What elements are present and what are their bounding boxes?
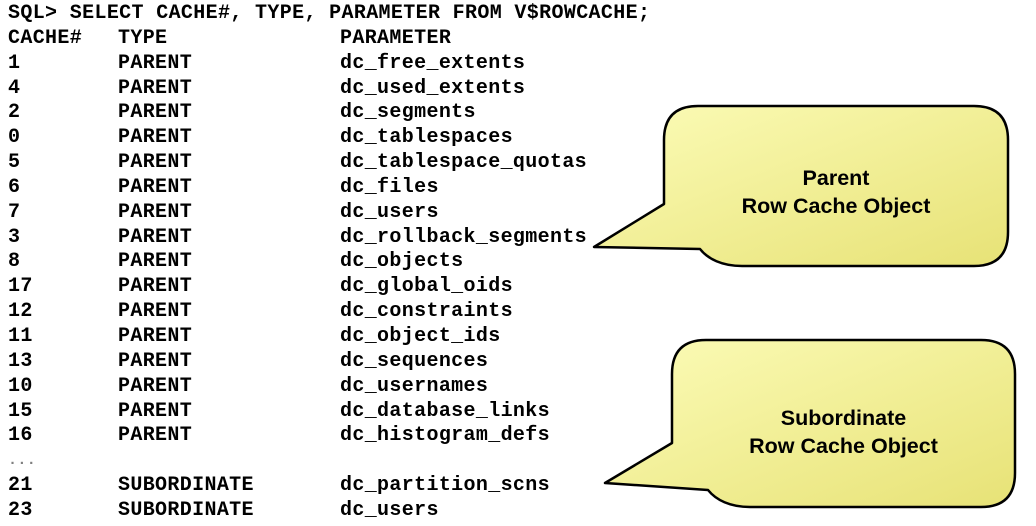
table-row: 13 PARENT dc_sequences — [8, 350, 668, 375]
cell-cache-number: 21 — [8, 474, 33, 498]
cell-cache-number: 23 — [8, 498, 33, 522]
cell-cache-number: 4 — [8, 76, 21, 100]
sql-prompt-line: SQL> SELECT CACHE#, TYPE, PARAMETER FROM… — [8, 2, 651, 25]
cell-type: PARENT — [118, 275, 193, 299]
cell-parameter: dc_usernames — [340, 374, 489, 398]
cell-type: PARENT — [118, 250, 193, 274]
callout-line: Parent — [802, 166, 870, 190]
cell-type: PARENT — [118, 101, 193, 125]
table-row: 3 PARENT dc_rollback_segments — [8, 226, 668, 251]
cell-cache-number: 2 — [8, 101, 21, 125]
cell-cache-number: 7 — [8, 200, 21, 224]
table-row: 16 PARENT dc_histogram_defs — [8, 424, 668, 449]
cell-type: PARENT — [118, 300, 193, 324]
cell-parameter: dc_constraints — [340, 300, 513, 324]
cell-cache-number: 5 — [8, 151, 21, 175]
cell-parameter: dc_partition_scns — [340, 474, 550, 498]
parent-callout-bubble — [592, 104, 1010, 268]
cell-type: PARENT — [118, 76, 193, 100]
cell-parameter: dc_used_extents — [340, 76, 526, 100]
cell-parameter: dc_tablespaces — [340, 126, 513, 150]
table-row: 7 PARENT dc_users — [8, 201, 668, 226]
cell-parameter: dc_objects — [340, 250, 464, 274]
cell-cache-number: 8 — [8, 250, 21, 274]
parent-callout-text: Parent Row Cache Object — [664, 164, 1008, 220]
cell-cache-number: 11 — [8, 324, 33, 348]
cell-type: PARENT — [118, 225, 193, 249]
cell-type: PARENT — [118, 424, 193, 448]
column-header-cache: CACHE# — [8, 26, 83, 50]
table-row: 11 PARENT dc_object_ids — [8, 325, 668, 350]
cell-type: PARENT — [118, 151, 193, 175]
cell-type: PARENT — [118, 175, 193, 199]
cell-type: SUBORDINATE — [118, 474, 254, 498]
callout-line: Row Cache Object — [741, 194, 931, 218]
sqlplus-output: SQL> SELECT CACHE#, TYPE, PARAMETER FROM… — [8, 2, 668, 524]
table-row: 8 PARENT dc_objects — [8, 250, 668, 275]
cell-parameter: dc_sequences — [340, 349, 489, 373]
cell-parameter: dc_object_ids — [340, 324, 501, 348]
cell-type: PARENT — [118, 374, 193, 398]
cell-type: PARENT — [118, 324, 193, 348]
cell-type: PARENT — [118, 51, 193, 75]
table-row: 5 PARENT dc_tablespace_quotas — [8, 151, 668, 176]
table-header-row: CACHE# TYPE PARAMETER — [8, 27, 668, 52]
table-row: 17 PARENT dc_global_oids — [8, 275, 668, 300]
table-row: 6 PARENT dc_files — [8, 176, 668, 201]
cell-type: PARENT — [118, 200, 193, 224]
cell-cache-number: 6 — [8, 175, 21, 199]
speech-bubble-shape — [592, 104, 1010, 268]
cell-cache-number: 17 — [8, 275, 33, 299]
subordinate-callout-bubble — [603, 338, 1017, 509]
column-header-parameter: PARAMETER — [340, 26, 452, 50]
table-row: 12 PARENT dc_constraints — [8, 300, 668, 325]
cell-parameter: dc_global_oids — [340, 275, 513, 299]
table-row: 1 PARENT dc_free_extents — [8, 52, 668, 77]
cell-cache-number: 13 — [8, 349, 33, 373]
cell-type: SUBORDINATE — [118, 498, 254, 522]
callout-line: Subordinate — [780, 406, 907, 430]
cell-cache-number: 10 — [8, 374, 33, 398]
subordinate-callout-text: Subordinate Row Cache Object — [672, 404, 1015, 460]
table-row: 2 PARENT dc_segments — [8, 101, 668, 126]
cell-parameter: dc_tablespace_quotas — [340, 151, 588, 175]
callout-line: Row Cache Object — [749, 434, 938, 458]
table-row: 21 SUBORDINATE dc_partition_scns — [8, 474, 668, 499]
cell-cache-number: 15 — [8, 399, 33, 423]
cell-type: PARENT — [118, 126, 193, 150]
table-row: 15 PARENT dc_database_links — [8, 400, 668, 425]
cell-cache-number: 3 — [8, 225, 21, 249]
cell-cache-number: 1 — [8, 51, 21, 75]
cell-parameter: dc_histogram_defs — [340, 424, 550, 448]
cell-parameter: dc_segments — [340, 101, 476, 125]
cell-cache-number: 0 — [8, 126, 21, 150]
cell-cache-number: 12 — [8, 300, 33, 324]
ellipsis-line: ... — [8, 452, 37, 470]
cell-cache-number: 16 — [8, 424, 33, 448]
table-row: 10 PARENT dc_usernames — [8, 375, 668, 400]
speech-bubble-shape — [603, 338, 1017, 509]
cell-parameter: dc_users — [340, 498, 439, 522]
cell-parameter: dc_database_links — [340, 399, 550, 423]
table-row: 4 PARENT dc_used_extents — [8, 77, 668, 102]
column-header-type: TYPE — [118, 26, 168, 50]
cell-type: PARENT — [118, 399, 193, 423]
table-row: 0 PARENT dc_tablespaces — [8, 126, 668, 151]
cell-parameter: dc_files — [340, 175, 439, 199]
cell-parameter: dc_rollback_segments — [340, 225, 588, 249]
cell-parameter: dc_users — [340, 200, 439, 224]
cell-parameter: dc_free_extents — [340, 51, 526, 75]
table-row: 23 SUBORDINATE dc_users — [8, 499, 668, 524]
cell-type: PARENT — [118, 349, 193, 373]
